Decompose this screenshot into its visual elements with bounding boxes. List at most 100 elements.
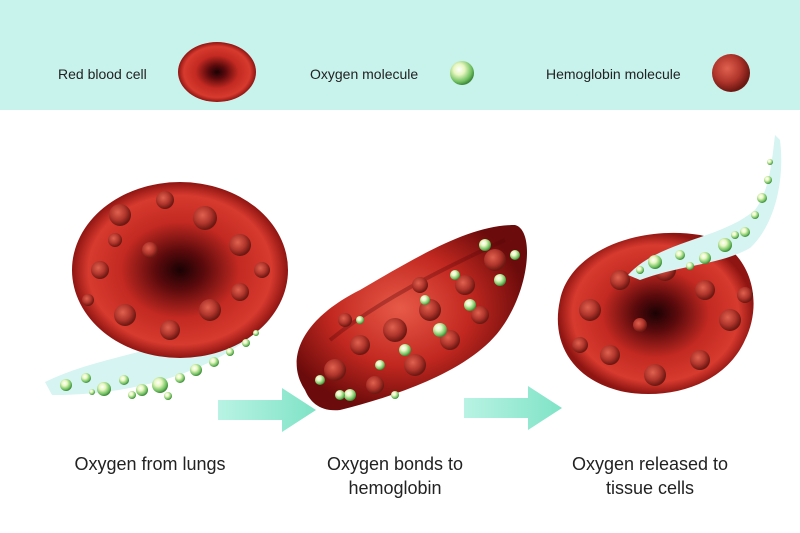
oxygen-molecule (175, 373, 185, 383)
step3-caption-line1: Oxygen released to (571, 454, 729, 474)
oxygen-molecule (60, 379, 72, 391)
hemoglobin-molecule (690, 350, 710, 370)
hemoglobin-molecule (719, 309, 741, 331)
oxygen-molecule (510, 250, 520, 260)
step2-red-blood-cell (296, 225, 527, 411)
hemoglobin-molecule (572, 337, 588, 353)
step1-caption-line1: Oxygen from lungs (74, 454, 226, 474)
hemoglobin-molecule (231, 283, 249, 301)
oxygen-molecule (740, 227, 750, 237)
hemoglobin-molecule (193, 206, 217, 230)
hemoglobin-molecule (404, 354, 426, 376)
hemoglobin-molecule (644, 364, 666, 386)
oxygen-molecule (335, 390, 345, 400)
hemoglobin-molecule (82, 294, 94, 306)
oxygen-molecule (136, 384, 148, 396)
hemoglobin-molecule (338, 313, 352, 327)
hemoglobin-molecule (600, 345, 620, 365)
oxygen-molecule (190, 364, 202, 376)
hemoglobin-molecule (91, 261, 109, 279)
hemoglobin-molecule (109, 204, 131, 226)
oxygen-molecule (420, 295, 430, 305)
hemoglobin-molecule (455, 275, 475, 295)
oxygen-molecule (391, 391, 399, 399)
hemoglobin-molecule (412, 277, 428, 293)
step1-caption: Oxygen from lungs (40, 452, 260, 476)
hemoglobin-molecule (579, 299, 601, 321)
hemoglobin-molecule (610, 270, 630, 290)
hemoglobin-molecule (324, 359, 346, 381)
oxygen-molecule (209, 357, 219, 367)
step3-oxygen-stream (628, 135, 782, 280)
hemoglobin-molecule (108, 233, 122, 247)
hemoglobin-molecule-icon (712, 54, 750, 92)
hemoglobin-molecule (440, 330, 460, 350)
oxygen-molecule (718, 238, 732, 252)
step2-caption-line2: hemoglobin (348, 478, 442, 498)
hemoglobin-molecule (114, 304, 136, 326)
step2-oxygen-molecules (315, 239, 520, 401)
oxygen-molecule (686, 262, 694, 270)
oxygen-molecule (152, 377, 168, 393)
legend-label-red-blood-cell: Red blood cell (58, 66, 147, 82)
hemoglobin-molecule (366, 376, 384, 394)
legend-label-hemoglobin-molecule: Hemoglobin molecule (546, 66, 681, 82)
oxygen-molecule (479, 239, 491, 251)
hemoglobin-molecule (254, 262, 270, 278)
hemoglobin-molecule (156, 191, 174, 209)
hemoglobin-molecule (350, 335, 370, 355)
oxygen-molecule (128, 391, 136, 399)
oxygen-molecule-icon (450, 61, 474, 85)
step3-oxygen-molecules (636, 159, 773, 274)
oxygen-molecule (399, 344, 411, 356)
oxygen-molecule (242, 339, 250, 347)
hemoglobin-molecule (199, 299, 221, 321)
hemoglobin-molecule (383, 318, 407, 342)
hemoglobin-molecule (160, 320, 180, 340)
arrow-step1-to-step2 (218, 388, 316, 432)
oxygen-molecule (675, 250, 685, 260)
hemoglobin-molecule (142, 242, 158, 258)
oxygen-molecule (433, 323, 447, 337)
hemoglobin-molecule (471, 306, 489, 324)
step3-red-blood-cell (557, 232, 754, 395)
oxygen-molecule (375, 360, 385, 370)
red-blood-cell-icon (178, 42, 256, 102)
arrow-step2-to-step3 (464, 386, 562, 430)
oxygen-molecule (89, 389, 95, 395)
oxygen-molecule (494, 274, 506, 286)
oxygen-molecule (764, 176, 772, 184)
step2-caption-line1: Oxygen bonds to (326, 454, 464, 474)
oxygen-molecule (731, 231, 739, 239)
step1-red-blood-cell (72, 182, 288, 358)
step1-oxygen-molecules (60, 330, 259, 400)
oxygen-molecule (253, 330, 259, 336)
oxygen-molecule (81, 373, 91, 383)
oxygen-molecule (344, 389, 356, 401)
oxygen-molecule (226, 348, 234, 356)
oxygen-molecule (356, 316, 364, 324)
oxygen-molecule (450, 270, 460, 280)
legend-bar (0, 0, 800, 110)
oxygen-molecule (699, 252, 711, 264)
oxygen-molecule (636, 266, 644, 274)
step3-caption-line2: tissue cells (605, 478, 695, 498)
oxygen-molecule (648, 255, 662, 269)
hemoglobin-molecule (737, 287, 753, 303)
step2-caption: Oxygen bonds to hemoglobin (300, 452, 490, 500)
oxygen-molecule (119, 375, 129, 385)
oxygen-molecule (751, 211, 759, 219)
hemoglobin-molecule (633, 318, 647, 332)
hemoglobin-molecule (484, 249, 506, 271)
oxygen-molecule (315, 375, 325, 385)
step3-caption: Oxygen released to tissue cells (545, 452, 755, 500)
oxygen-molecule (164, 392, 172, 400)
hemoglobin-molecule (695, 280, 715, 300)
hemoglobin-molecule (229, 234, 251, 256)
oxygen-molecule (757, 193, 767, 203)
oxygen-molecule (464, 299, 476, 311)
oxygen-molecule (97, 382, 111, 396)
legend-label-oxygen-molecule: Oxygen molecule (310, 66, 419, 82)
oxygen-molecule (767, 159, 773, 165)
